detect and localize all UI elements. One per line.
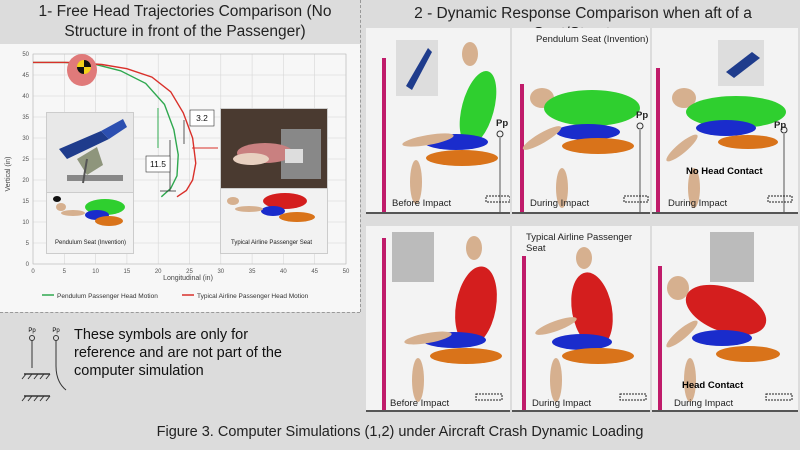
x-tick-label: 50 [343, 269, 350, 275]
x-tick-label: 35 [249, 269, 256, 275]
pp-top-during-2: Pp [774, 120, 786, 131]
x-axis-label: Longitudinal (in) [163, 275, 213, 282]
typical-figure-inset: Typical Airline Passenger Seat [220, 188, 328, 254]
sim-bottom-before-render [366, 226, 510, 412]
horizontal-separator [0, 312, 360, 313]
panel-top-during-2: No Head Contact During Impact Pp [652, 28, 798, 214]
pendulum-figure-render [47, 193, 133, 243]
y-axis-label: Vertical (in) [5, 156, 12, 191]
y-tick-label: 20 [22, 178, 29, 184]
x-tick-label: 45 [311, 269, 318, 275]
y-tick-label: 15 [22, 199, 29, 205]
label-bottom-during-1: During Impact [532, 398, 591, 409]
figure-caption: Figure 3. Computer Simulations (1,2) und… [0, 424, 800, 440]
sim-top-before-render [366, 28, 510, 214]
panel-top-before: Before Impact Pp [366, 28, 510, 214]
label-top-before: Before Impact [392, 198, 451, 209]
y-tick-label: 30 [22, 136, 29, 142]
pendulum-seat-render [47, 113, 133, 193]
head-contact-label: Head Contact [682, 380, 743, 391]
x-tick-label: 30 [217, 269, 224, 275]
y-tick-label: 45 [22, 73, 29, 79]
y-tick-label: 40 [22, 94, 29, 100]
typical-seat-photo-inset [220, 108, 328, 190]
panel-top-during-1: Pendulum Seat (Invention) During Impact … [512, 28, 650, 214]
y-tick-label: 50 [22, 52, 29, 58]
typical-inset-caption: Typical Airline Passenger Seat [231, 240, 312, 246]
panel-bottom-during-2: Head Contact During Impact [652, 226, 798, 412]
typical-seat-photo-render [221, 109, 327, 189]
left-section-title: 1- Free Head Trajectories Comparison (No… [10, 2, 360, 42]
label-bottom-before: Before Impact [390, 398, 449, 409]
head-icon [64, 52, 100, 88]
x-tick-label: 15 [124, 269, 131, 275]
legend-label-pendulum: Pendulum Passenger Head Motion [57, 293, 158, 300]
sim-top-during-1-render [512, 28, 650, 214]
no-head-contact-label: No Head Contact [686, 166, 763, 177]
x-tick-label: 10 [92, 269, 99, 275]
x-tick-label: 40 [280, 269, 287, 275]
reference-symbols: Pp Pp [20, 322, 70, 404]
panel-bottom-before: Before Impact [366, 226, 510, 412]
pendulum-seat-inset [46, 112, 134, 194]
annotation-115: 11.5 [150, 159, 166, 169]
typical-figure-render [221, 189, 327, 241]
title-top-pendulum: Pendulum Seat (Invention) [536, 34, 648, 45]
y-tick-label: 10 [22, 220, 29, 226]
reference-note: These symbols are only for reference and… [74, 326, 294, 380]
pp-top-during-1: Pp [636, 110, 648, 121]
symbol-pp-label-2: Pp [52, 328, 60, 334]
label-bottom-during-2: During Impact [674, 398, 733, 409]
pendulum-figure-inset: Pendulum Seat (Invention) [46, 192, 134, 254]
y-tick-label: 25 [22, 157, 29, 163]
panel-bottom-during-1: Typical Airline Passenger Seat During Im… [512, 226, 650, 412]
legend-label-typical: Typical Airline Passenger Head Motion [197, 293, 309, 300]
title-bottom-typical: Typical Airline Passenger Seat [526, 232, 650, 254]
label-top-during-2: During Impact [668, 198, 727, 209]
pp-top-before: Pp [496, 118, 508, 129]
annotation-32: 3.2 [196, 113, 208, 123]
label-top-during-1: During Impact [530, 198, 589, 209]
y-tick-label: 35 [22, 115, 29, 121]
pendulum-inset-caption: Pendulum Seat (Invention) [55, 240, 126, 246]
symbol-pp-label-1: Pp [28, 328, 36, 334]
vertical-separator [360, 0, 361, 312]
x-tick-label: 20 [155, 269, 162, 275]
